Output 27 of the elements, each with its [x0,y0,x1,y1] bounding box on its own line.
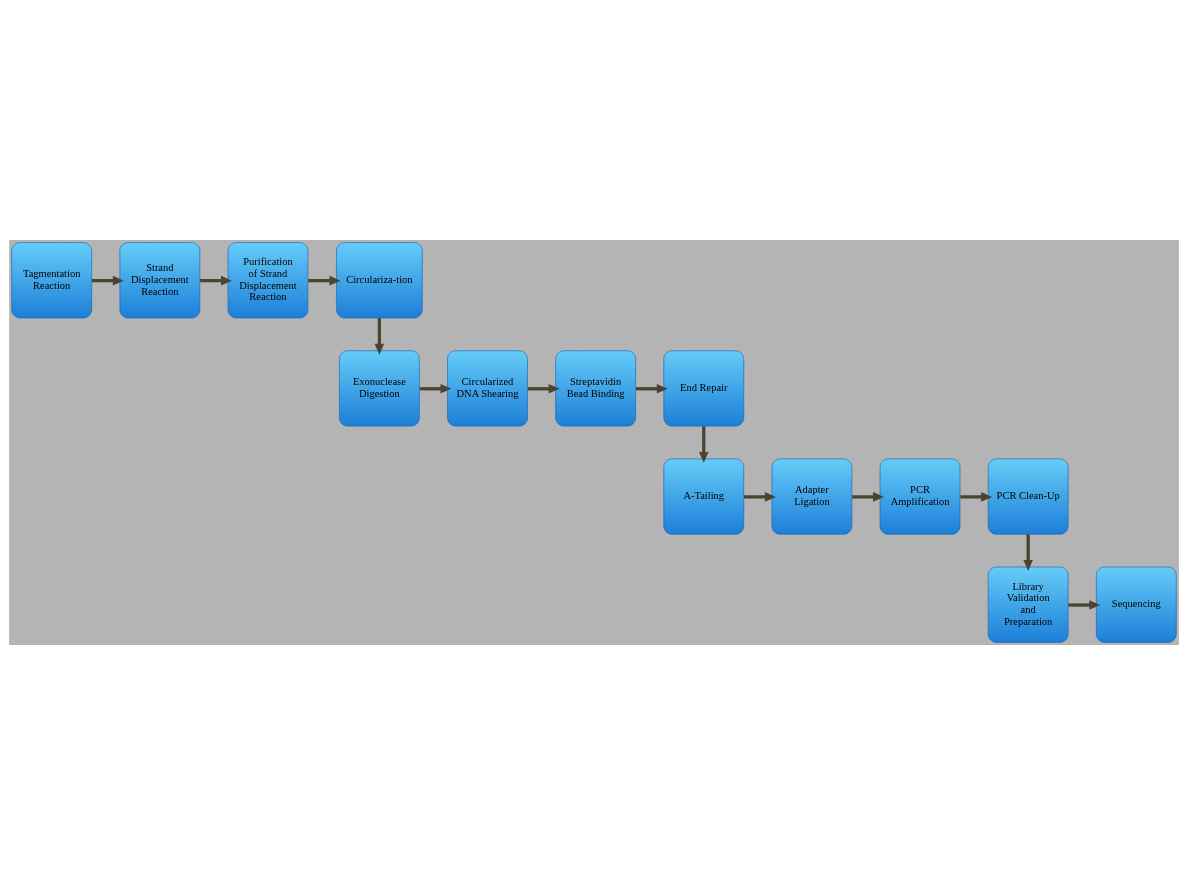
arrow [744,491,776,502]
arrow [91,275,124,285]
node-box: A-Tailing [663,458,745,535]
arrow [635,383,668,394]
arrow [419,383,452,394]
node-box: Circularized DNA Shearing [447,349,528,426]
node-box: Tagmentation Reaction [11,241,92,318]
arrow [527,383,560,394]
node-box: Strand Displacement Reaction [119,241,201,318]
node-box: Purification of Strand Displacement Reaction [227,241,309,318]
node-box: PCR Clean-Up [987,458,1069,535]
node-box: Streptavidin Bead Binding [555,349,636,426]
arrow [1023,533,1033,571]
node-box: Sequencing [1096,566,1177,643]
node-box: Circulariza-tion [336,241,423,318]
arrow [200,275,232,285]
node-box: Exonuclease Digestion [339,349,420,426]
arrow [374,317,385,355]
node-box: Library Validation and Preparation [987,566,1069,643]
node-box: End Repair [663,349,745,426]
arrow [308,275,341,285]
arrow [1068,599,1101,610]
arrow [698,425,709,463]
arrow [852,491,884,502]
node-box: PCR Amplification [879,458,961,535]
node-box: Adapter Ligation [771,458,853,535]
arrow [960,491,993,502]
